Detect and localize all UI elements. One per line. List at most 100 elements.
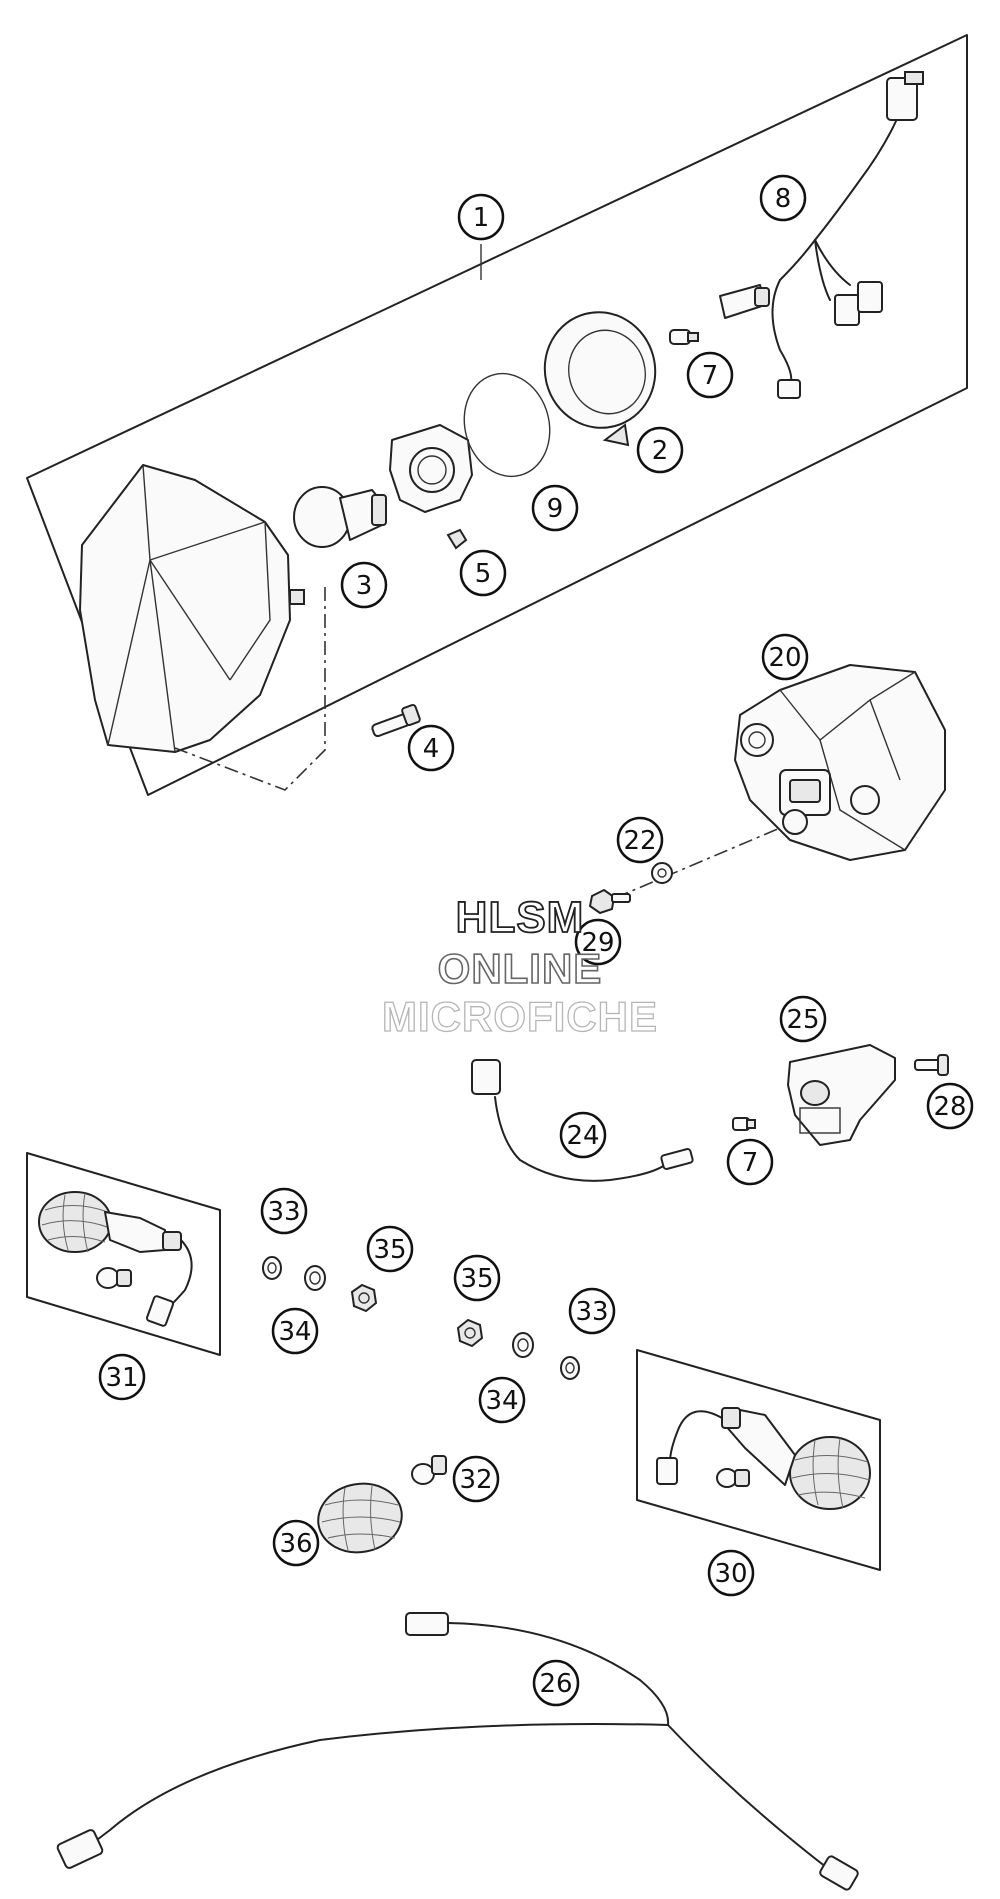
callout-c35a: 35: [366, 1225, 414, 1273]
instrument-housing: [734, 664, 946, 861]
callout-number: 24: [566, 1121, 599, 1151]
callout-c5: 5: [459, 549, 507, 597]
callout-circle: [457, 193, 505, 241]
turn-signal-right: [656, 1407, 871, 1510]
parking-bulb: [669, 329, 699, 345]
callout-circle: [531, 484, 579, 532]
callout-number: 1: [473, 203, 490, 233]
callout-c20: 20: [761, 633, 809, 681]
callout-c34b: 34: [478, 1376, 526, 1424]
main-wiring-harness: [56, 1612, 859, 1891]
callout-circle: [726, 1138, 774, 1186]
callout-c7b: 7: [726, 1138, 774, 1186]
callout-number: 31: [105, 1363, 138, 1393]
callout-circle: [98, 1353, 146, 1401]
turn-signal-left-frame: [26, 1152, 221, 1356]
callout-c3: 3: [340, 561, 388, 609]
callout-circle: [272, 1519, 320, 1567]
callout-circle: [559, 1111, 607, 1159]
callout-circle: [459, 549, 507, 597]
callout-c22: 22: [616, 816, 664, 864]
callout-c33b: 33: [568, 1287, 616, 1335]
callout-number: 9: [547, 494, 564, 524]
callout-circle: [616, 816, 664, 864]
watermark-line-2: ONLINE: [437, 944, 603, 993]
callout-number: 30: [714, 1559, 747, 1589]
callout-circle: [407, 724, 455, 772]
callout-c25: 25: [779, 995, 827, 1043]
turn-signal-right-frame: [636, 1349, 881, 1571]
callout-number: 8: [775, 184, 792, 214]
callout-circle: [532, 1659, 580, 1707]
callout-circle: [260, 1187, 308, 1235]
callout-number: 22: [623, 826, 656, 856]
callout-circle: [926, 1082, 974, 1130]
lock-washer-34-right: [512, 1332, 534, 1358]
callout-circle: [636, 426, 684, 474]
callout-number: 33: [575, 1297, 608, 1327]
callout-number: 33: [267, 1197, 300, 1227]
callout-number: 7: [702, 361, 719, 391]
callout-c32: 32: [452, 1455, 500, 1503]
washer-22-hole: [657, 868, 667, 878]
callout-circle: [761, 633, 809, 681]
callout-c7a: 7: [686, 351, 734, 399]
callout-circle: [686, 351, 734, 399]
callout-number: 20: [768, 643, 801, 673]
callout-number: 29: [581, 928, 614, 958]
callout-c30: 30: [707, 1549, 755, 1597]
tail-light-harness: [471, 1059, 694, 1182]
callout-circle: [574, 918, 622, 966]
gasket-ring: [463, 372, 551, 478]
mounting-dash-line: [174, 587, 326, 791]
callout-c36: 36: [272, 1519, 320, 1567]
washer-33-right: [560, 1356, 580, 1380]
callout-number: 34: [278, 1317, 311, 1347]
callout-number: 35: [373, 1235, 406, 1265]
callout-c34a: 34: [271, 1307, 319, 1355]
callout-circle: [452, 1455, 500, 1503]
headlight-bulb: [293, 486, 387, 548]
callout-number: 5: [475, 559, 492, 589]
callout-number: 7: [742, 1148, 759, 1178]
callout-c35b: 35: [453, 1254, 501, 1302]
washer-33-left: [262, 1256, 282, 1280]
callout-circle: [340, 561, 388, 609]
callout-circle: [759, 174, 807, 222]
reflector-housing: [543, 311, 657, 447]
callout-c2: 2: [636, 426, 684, 474]
callout-circle: [271, 1307, 319, 1355]
callout-c33a: 33: [260, 1187, 308, 1235]
watermark-line-3: MICROFICHE: [381, 992, 658, 1040]
callout-number: 2: [652, 436, 669, 466]
callout-circle: [478, 1376, 526, 1424]
tail-light: [787, 1044, 896, 1146]
callout-c31: 31: [98, 1353, 146, 1401]
callout-circle: [779, 995, 827, 1043]
callout-c24: 24: [559, 1111, 607, 1159]
callout-number: 25: [786, 1005, 819, 1035]
headlight-bolt: [371, 703, 421, 738]
callout-number: 28: [933, 1092, 966, 1122]
callout-c26: 26: [532, 1659, 580, 1707]
callout-number: 26: [539, 1669, 572, 1699]
callout-circle: [453, 1254, 501, 1302]
callout-c1: 1: [457, 193, 505, 241]
watermark-line-1: HLSM: [455, 892, 585, 943]
callout-c28: 28: [926, 1082, 974, 1130]
headlight-wiring-harness: [719, 71, 924, 399]
retaining-clip: [446, 528, 468, 550]
washer-22: [651, 862, 673, 884]
nut-35-right: [456, 1318, 484, 1348]
bulb-holder: [389, 424, 473, 513]
tail-light-bulb: [732, 1117, 756, 1131]
callout-number: 34: [485, 1386, 518, 1416]
turn-signal-left: [38, 1191, 193, 1327]
callout-number: 36: [279, 1529, 312, 1559]
nut-29: [588, 888, 631, 915]
callout-c8: 8: [759, 174, 807, 222]
callout-number: 3: [356, 571, 373, 601]
callout-circle: [568, 1287, 616, 1335]
turn-signal-lens-36: [317, 1482, 403, 1554]
